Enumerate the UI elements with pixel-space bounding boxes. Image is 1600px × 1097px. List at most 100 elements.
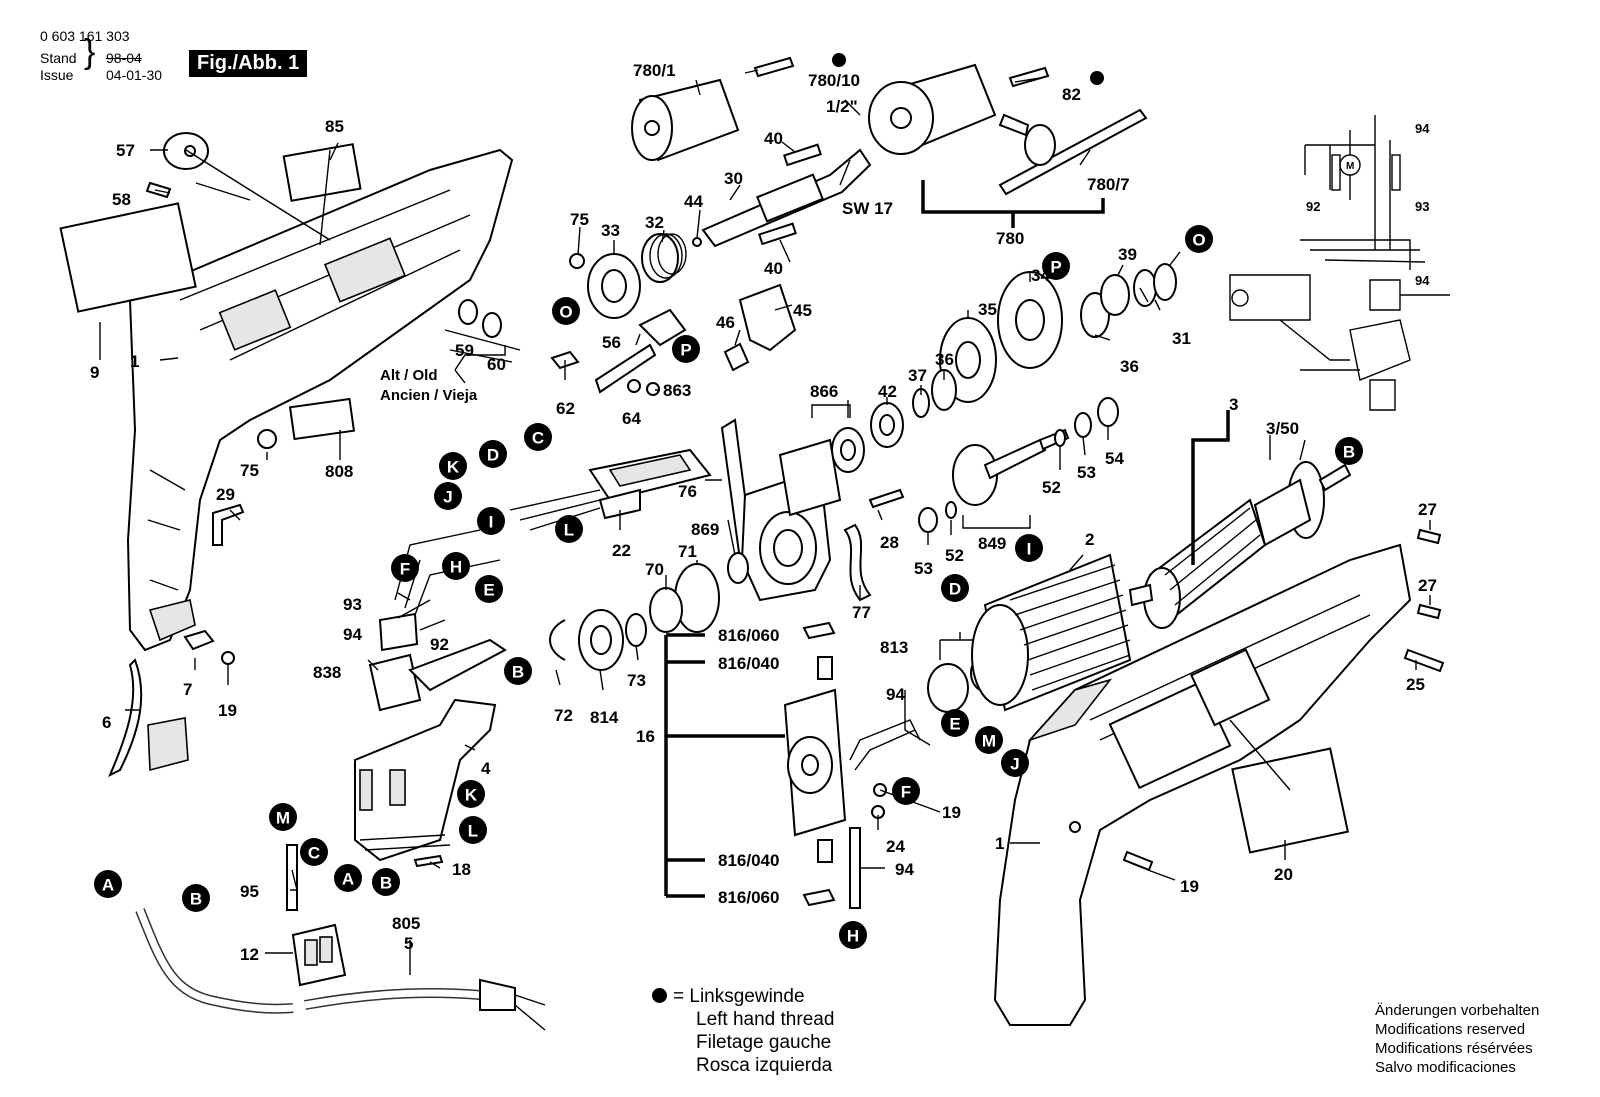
marker-I2: I (1015, 534, 1043, 562)
label-wiring-93: 93 (1415, 199, 1429, 214)
label-35: 35 (978, 300, 997, 319)
label-808 (288, 397, 356, 441)
armature-3 (1128, 461, 1352, 629)
strain-relief-12 (291, 923, 347, 987)
chuck-key-780-7 (998, 108, 1148, 196)
power-cord-5 (135, 908, 546, 1031)
label-7: 7 (183, 680, 192, 699)
marker-D2: D (941, 574, 969, 602)
svg-text:B: B (380, 874, 392, 893)
bracket-849 (962, 515, 1031, 529)
label-42: 42 (878, 382, 897, 401)
svg-text:B: B (512, 663, 524, 682)
cap-57 (163, 132, 209, 170)
marker-J2: J (1001, 749, 1029, 777)
label-motor-m: M (1346, 161, 1354, 172)
label-5: 5 (404, 934, 413, 953)
label-37: 37 (908, 366, 927, 385)
marker-F1: F (391, 554, 419, 582)
marker-M2: M (975, 726, 1003, 754)
label-12: 12 (240, 945, 259, 964)
trigger-838 (368, 638, 507, 712)
strike-marks (444, 329, 521, 363)
label-29: 29 (216, 485, 235, 504)
svg-text:O: O (559, 303, 572, 322)
label-863: 863 (663, 381, 691, 400)
label-18: 18 (452, 860, 471, 879)
circlip-31b (1153, 263, 1177, 301)
svg-text:L: L (564, 521, 574, 540)
label-31: 31 (1172, 329, 1191, 348)
label-94a: 94 (343, 625, 362, 644)
svg-text:M: M (276, 809, 290, 828)
marker-B1: B (1335, 437, 1363, 465)
label-45: 45 (793, 301, 812, 320)
label-816-060b: 816/060 (718, 888, 779, 907)
label-816-060a: 816/060 (718, 626, 779, 645)
clip-816-060a (802, 621, 836, 640)
leader-lines (99, 69, 1431, 975)
screw-27a (1416, 528, 1442, 545)
wire-94c (849, 827, 861, 909)
stand-label: Stand (40, 50, 77, 66)
label-1b: 1 (995, 834, 1004, 853)
label-52b: 52 (1042, 478, 1061, 497)
brush-95 (286, 844, 298, 911)
marker-C2: C (300, 838, 328, 866)
legend-linksgewinde: = Linksgewinde (673, 986, 805, 1007)
label-816-040b: 816/040 (718, 851, 779, 870)
spring-77 (843, 523, 872, 602)
cable-guard-6 (108, 658, 143, 778)
marker-I1: I (477, 507, 505, 535)
svg-text:B: B (1343, 443, 1355, 462)
label-869: 869 (691, 520, 719, 539)
label-19b: 19 (942, 803, 961, 822)
key-40b (758, 222, 797, 246)
ring-64 (627, 379, 641, 393)
label-780-7: 780/7 (1087, 175, 1130, 194)
label-94c: 94 (895, 860, 914, 879)
plate-56 (594, 343, 657, 394)
washer-869 (727, 552, 749, 584)
kit-bracket-780 (921, 180, 1105, 228)
ring-59 (458, 299, 478, 325)
svg-text:A: A (342, 870, 354, 889)
label-40a: 40 (764, 129, 783, 148)
stator-2 (971, 553, 1132, 712)
needle-bearing-42 (870, 402, 904, 448)
key-40a (783, 143, 822, 167)
keyed-chuck-780 (868, 63, 997, 155)
clutch-866 (831, 427, 865, 473)
legend-left-hand: Left hand thread (696, 1009, 835, 1030)
label-36b: 36 (1120, 357, 1139, 376)
svg-text:H: H (450, 558, 462, 577)
bearing-53a (918, 507, 938, 533)
label-866: 866 (810, 382, 838, 401)
label-27b: 27 (1418, 576, 1437, 595)
issue-label: Issue (40, 67, 74, 83)
label-30: 30 (724, 169, 743, 188)
marker-E2: E (941, 709, 969, 737)
label-77: 77 (852, 603, 871, 622)
svg-text:F: F (400, 560, 410, 579)
chuck-780-1 (631, 78, 740, 162)
figure-label: Fig./Abb. 1 (189, 50, 308, 77)
wiring-diagram (1229, 115, 1450, 411)
label-849: 849 (978, 534, 1006, 553)
brush-holder-16 (783, 688, 847, 837)
cable-guard-plate (147, 717, 189, 772)
screw-18 (413, 854, 444, 868)
label-58: 58 (112, 190, 131, 209)
connection-markers: O P O P B K D C J L I F H E B K L M C A … (94, 225, 1363, 949)
marker-P2: P (1042, 252, 1070, 280)
label-25: 25 (1406, 675, 1425, 694)
label-2: 2 (1085, 530, 1094, 549)
kit-bracket-3 (1191, 410, 1230, 565)
label-16: 16 (636, 727, 655, 746)
label-27a: 27 (1418, 500, 1437, 519)
issue-value: 04-01-30 (106, 67, 163, 83)
svg-text:I: I (489, 513, 494, 532)
svg-text:J: J (1010, 755, 1019, 774)
circlip-72 (549, 619, 566, 661)
label-70: 70 (645, 560, 664, 579)
